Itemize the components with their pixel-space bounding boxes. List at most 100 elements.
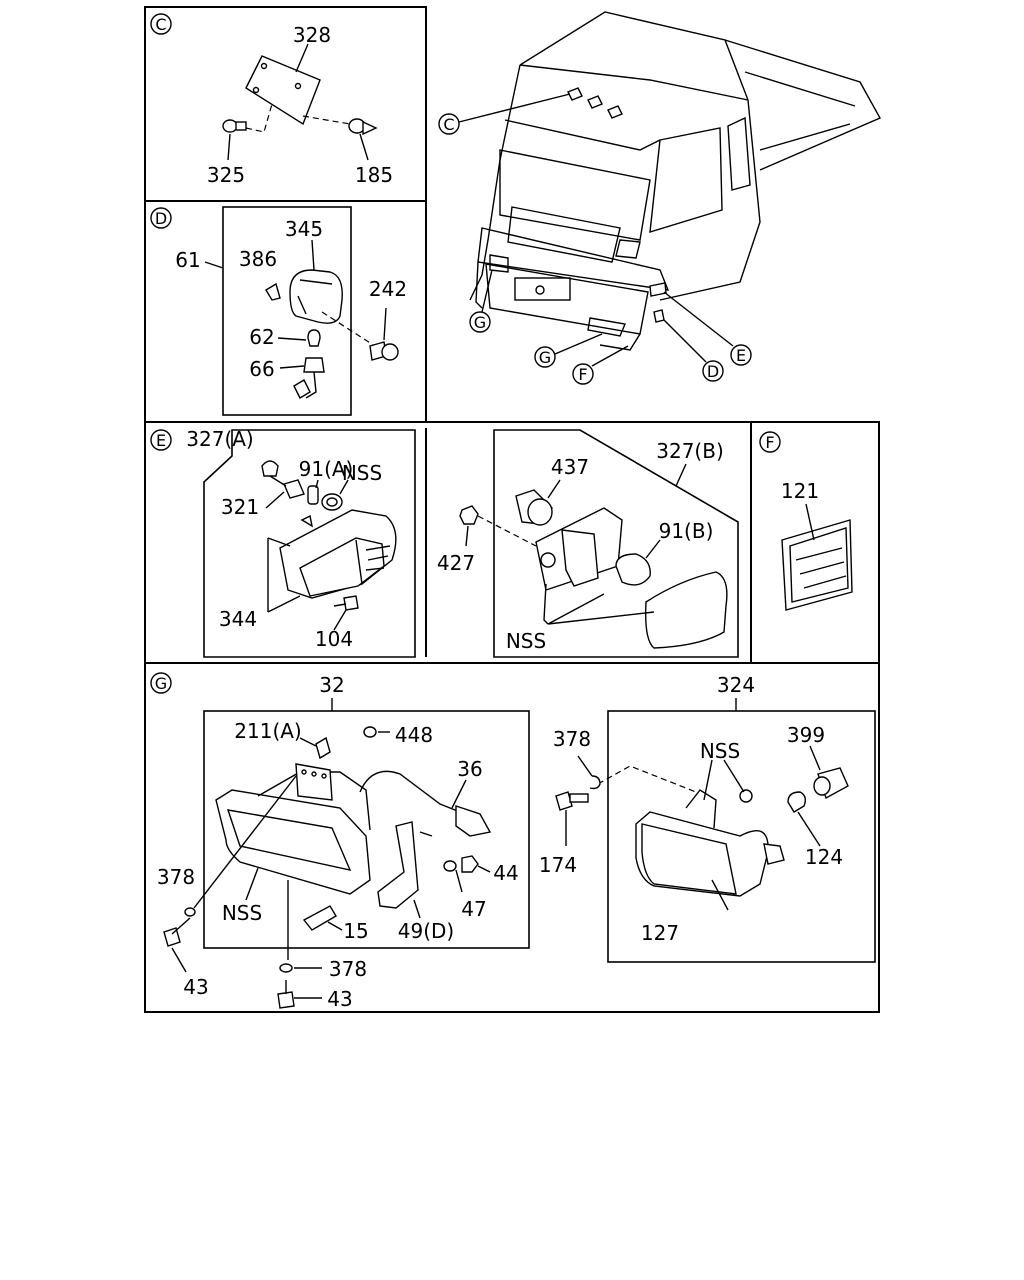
label-211a: 211(A) — [234, 719, 301, 743]
section-e: E 327(A) 91(A) NSS 321 344 — [150, 427, 416, 658]
label-345: 345 — [285, 217, 323, 241]
section-g-324: 324 378 399 NSS — [539, 673, 876, 963]
diagram-frame — [144, 6, 880, 1013]
section-e-box — [203, 429, 416, 658]
label-104: 104 — [315, 627, 353, 651]
section-g: G 32 — [150, 672, 530, 1011]
washer-378-bottom — [279, 963, 322, 973]
label-61: 61 — [175, 248, 200, 272]
bulb-91a — [307, 485, 319, 505]
bulb-124 — [787, 791, 821, 847]
section-c: C 328 325 185 — [150, 13, 393, 187]
label-nss-g: NSS — [222, 901, 262, 925]
callout-d: D — [707, 362, 719, 381]
callout-g-center: G — [539, 348, 551, 367]
label-49d: 49(D) — [398, 919, 454, 943]
socket-437 — [515, 479, 561, 526]
callout-g-left: G — [474, 313, 486, 332]
label-344: 344 — [219, 607, 257, 631]
plate-328 — [245, 55, 321, 126]
label-nss-h: NSS — [700, 739, 740, 763]
section-g-box — [203, 710, 530, 949]
washer-378-left — [184, 775, 297, 917]
section-e-letter: E — [156, 431, 166, 450]
washer-47 — [443, 860, 463, 893]
label-427: 427 — [437, 551, 475, 575]
label-91b: 91(B) — [659, 519, 714, 543]
gasket-nss — [321, 493, 343, 511]
bracket-49d — [377, 821, 433, 919]
adjuster-15 — [302, 905, 343, 931]
label-47: 47 — [461, 897, 486, 921]
label-325: 325 — [207, 163, 245, 187]
label-327a: 327(A) — [186, 427, 253, 451]
label-174: 174 — [539, 853, 577, 877]
clip-185 — [348, 118, 378, 136]
bolt-174 — [555, 791, 589, 846]
label-44: 44 — [493, 861, 518, 885]
label-32: 32 — [319, 673, 344, 697]
section-g-letter: G — [155, 674, 167, 693]
section-c-letter: C — [155, 15, 166, 34]
nut-44 — [461, 855, 491, 873]
fog-lamp-127 — [635, 789, 785, 897]
socket-66 — [293, 357, 325, 399]
bulb-91b — [615, 539, 661, 586]
bulb-62 — [307, 329, 321, 347]
label-378-right: 378 — [553, 727, 591, 751]
section-d-letter: D — [155, 209, 167, 228]
section-324-box — [607, 710, 876, 963]
label-nss-e: NSS — [342, 461, 382, 485]
section-g-marker: G — [150, 672, 172, 694]
section-f-marker: F — [759, 431, 781, 453]
label-nss-b: NSS — [506, 629, 546, 653]
callout-e: E — [736, 346, 746, 365]
section-f: F 121 — [759, 431, 853, 611]
section-e-b: 327(B) 437 427 91(B) NSS — [437, 429, 739, 658]
section-f-letter: F — [765, 433, 774, 452]
section-d-box — [222, 206, 352, 416]
label-91a: 91(A) — [299, 457, 354, 481]
clip-211a — [299, 736, 331, 760]
label-185: 185 — [355, 163, 393, 187]
truck-illustration — [469, 11, 881, 351]
label-448: 448 — [395, 723, 433, 747]
label-378-bottom: 378 — [329, 957, 367, 981]
lamp-housing-327b — [535, 507, 623, 591]
section-d-marker: D — [150, 207, 172, 229]
callout-c: C — [443, 115, 454, 134]
screw-104 — [333, 595, 359, 611]
socket-399 — [809, 745, 849, 800]
label-328: 328 — [293, 23, 331, 47]
screw-325 — [222, 119, 247, 133]
lamp-345 — [289, 239, 343, 324]
label-36: 36 — [457, 757, 482, 781]
clip-386 — [265, 282, 281, 301]
section-d: D 61 345 386 242 62 66 — [150, 206, 407, 416]
label-324: 324 — [717, 673, 755, 697]
label-43-left: 43 — [183, 975, 208, 999]
washer-378-right — [577, 755, 601, 790]
screw-242 — [369, 307, 399, 361]
truck-callouts: C G G F D E — [438, 93, 752, 385]
label-15: 15 — [343, 919, 368, 943]
section-e-marker: E — [150, 429, 172, 451]
section-c-marker: C — [150, 13, 172, 35]
label-66: 66 — [249, 357, 274, 381]
label-124: 124 — [805, 845, 843, 869]
nut-427 — [459, 505, 479, 525]
headlamp-body — [215, 763, 371, 895]
socket-321 — [261, 460, 305, 499]
label-378-left: 378 — [157, 865, 195, 889]
label-62: 62 — [249, 325, 274, 349]
bolt-43-bottom — [277, 980, 322, 1009]
label-242: 242 — [369, 277, 407, 301]
harness-36 — [359, 770, 492, 837]
label-437: 437 — [551, 455, 589, 479]
label-43-bottom: 43 — [327, 987, 352, 1011]
bolt-43-left — [163, 917, 191, 973]
callout-f: F — [578, 365, 587, 384]
label-386: 386 — [239, 247, 277, 271]
label-321: 321 — [221, 495, 259, 519]
